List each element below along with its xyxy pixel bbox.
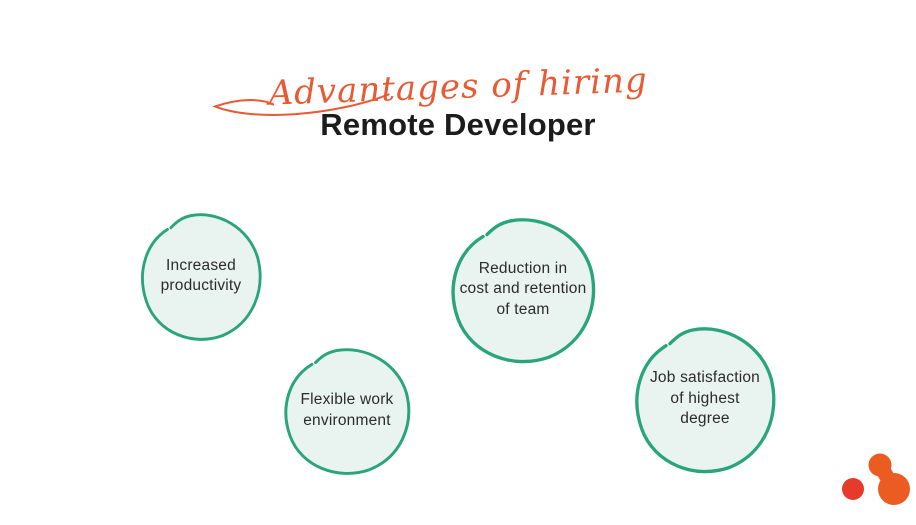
- bubble-label: Increased productivity: [160, 256, 242, 294]
- sketch-circle-icon: [141, 213, 262, 341]
- bubble-reduction-cost-retention: Reduction in cost and retention of team: [443, 211, 603, 368]
- bubble-label: Job satisfaction of highest degree: [649, 369, 761, 428]
- bubble-job-satisfaction: Job satisfaction of highest degree: [627, 320, 783, 478]
- brand-logo-icon: [842, 453, 910, 505]
- page-title: Remote Developer: [320, 107, 596, 142]
- bubble-label: Reduction in cost and retention of team: [459, 259, 587, 318]
- sketch-circle-icon: [635, 327, 776, 474]
- bubble-flexible-work-environment: Flexible work environment: [277, 342, 417, 479]
- sketch-circle-icon: [284, 348, 411, 475]
- bubble-label: Flexible work environment: [300, 391, 394, 429]
- bubble-increased-productivity: Increased productivity: [134, 207, 268, 345]
- title-script: Advantages of hiring: [212, 35, 649, 116]
- title-script-text: Advantages of hiring: [268, 60, 649, 114]
- sketch-circle-icon: [451, 218, 596, 364]
- title-block: Advantages of hiring Remote Developer: [0, 42, 916, 142]
